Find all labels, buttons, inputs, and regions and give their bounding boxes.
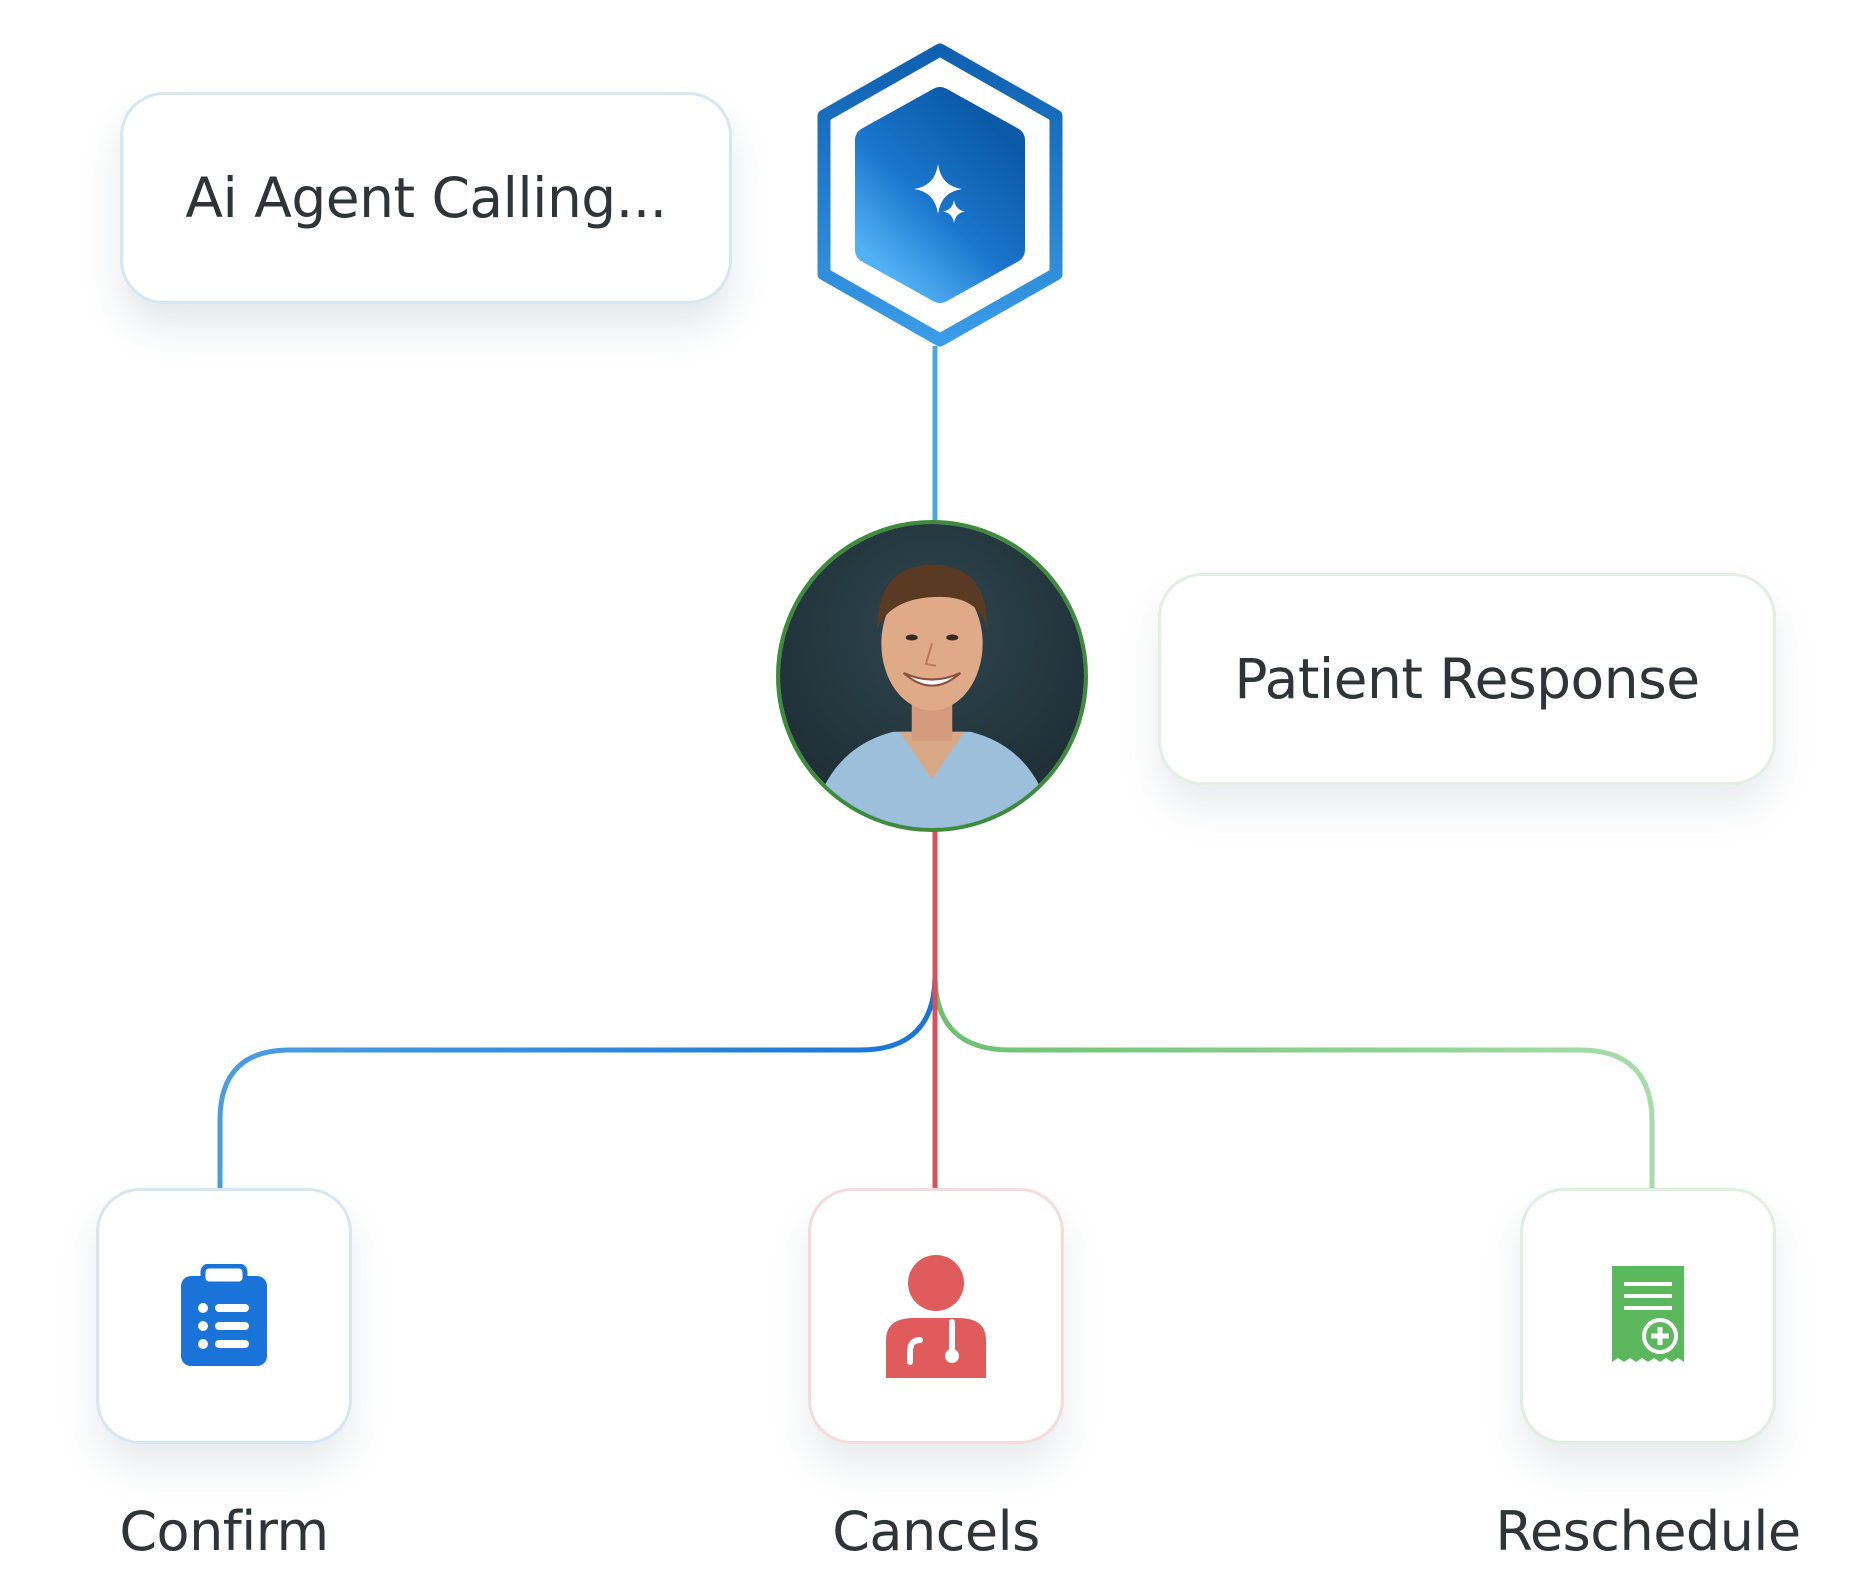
reschedule-card[interactable]: [1520, 1188, 1776, 1444]
reschedule-label: Reschedule: [1495, 1500, 1801, 1563]
clipboard-list-icon: [181, 1264, 267, 1366]
cancel-card[interactable]: [808, 1188, 1064, 1444]
confirm-card[interactable]: [96, 1188, 352, 1444]
medical-document-icon: [1612, 1266, 1684, 1362]
sparkle-icon: [914, 164, 965, 223]
link-patient-to-confirm: [217, 974, 938, 1188]
confirm-label: Confirm: [119, 1500, 329, 1563]
cancels-label: Cancels: [832, 1500, 1040, 1563]
link-patient-to-reschedule: [932, 974, 1655, 1188]
agent-calling-card: Ai Agent Calling...: [120, 92, 732, 304]
patient-response-label: Patient Response: [1234, 647, 1700, 711]
agent-calling-label: Ai Agent Calling...: [185, 166, 667, 230]
patient-avatar: [776, 520, 1088, 832]
patient-response-card: Patient Response: [1158, 573, 1776, 785]
doctor-icon: [886, 1255, 986, 1378]
ai-agent-node[interactable]: [800, 40, 1080, 350]
